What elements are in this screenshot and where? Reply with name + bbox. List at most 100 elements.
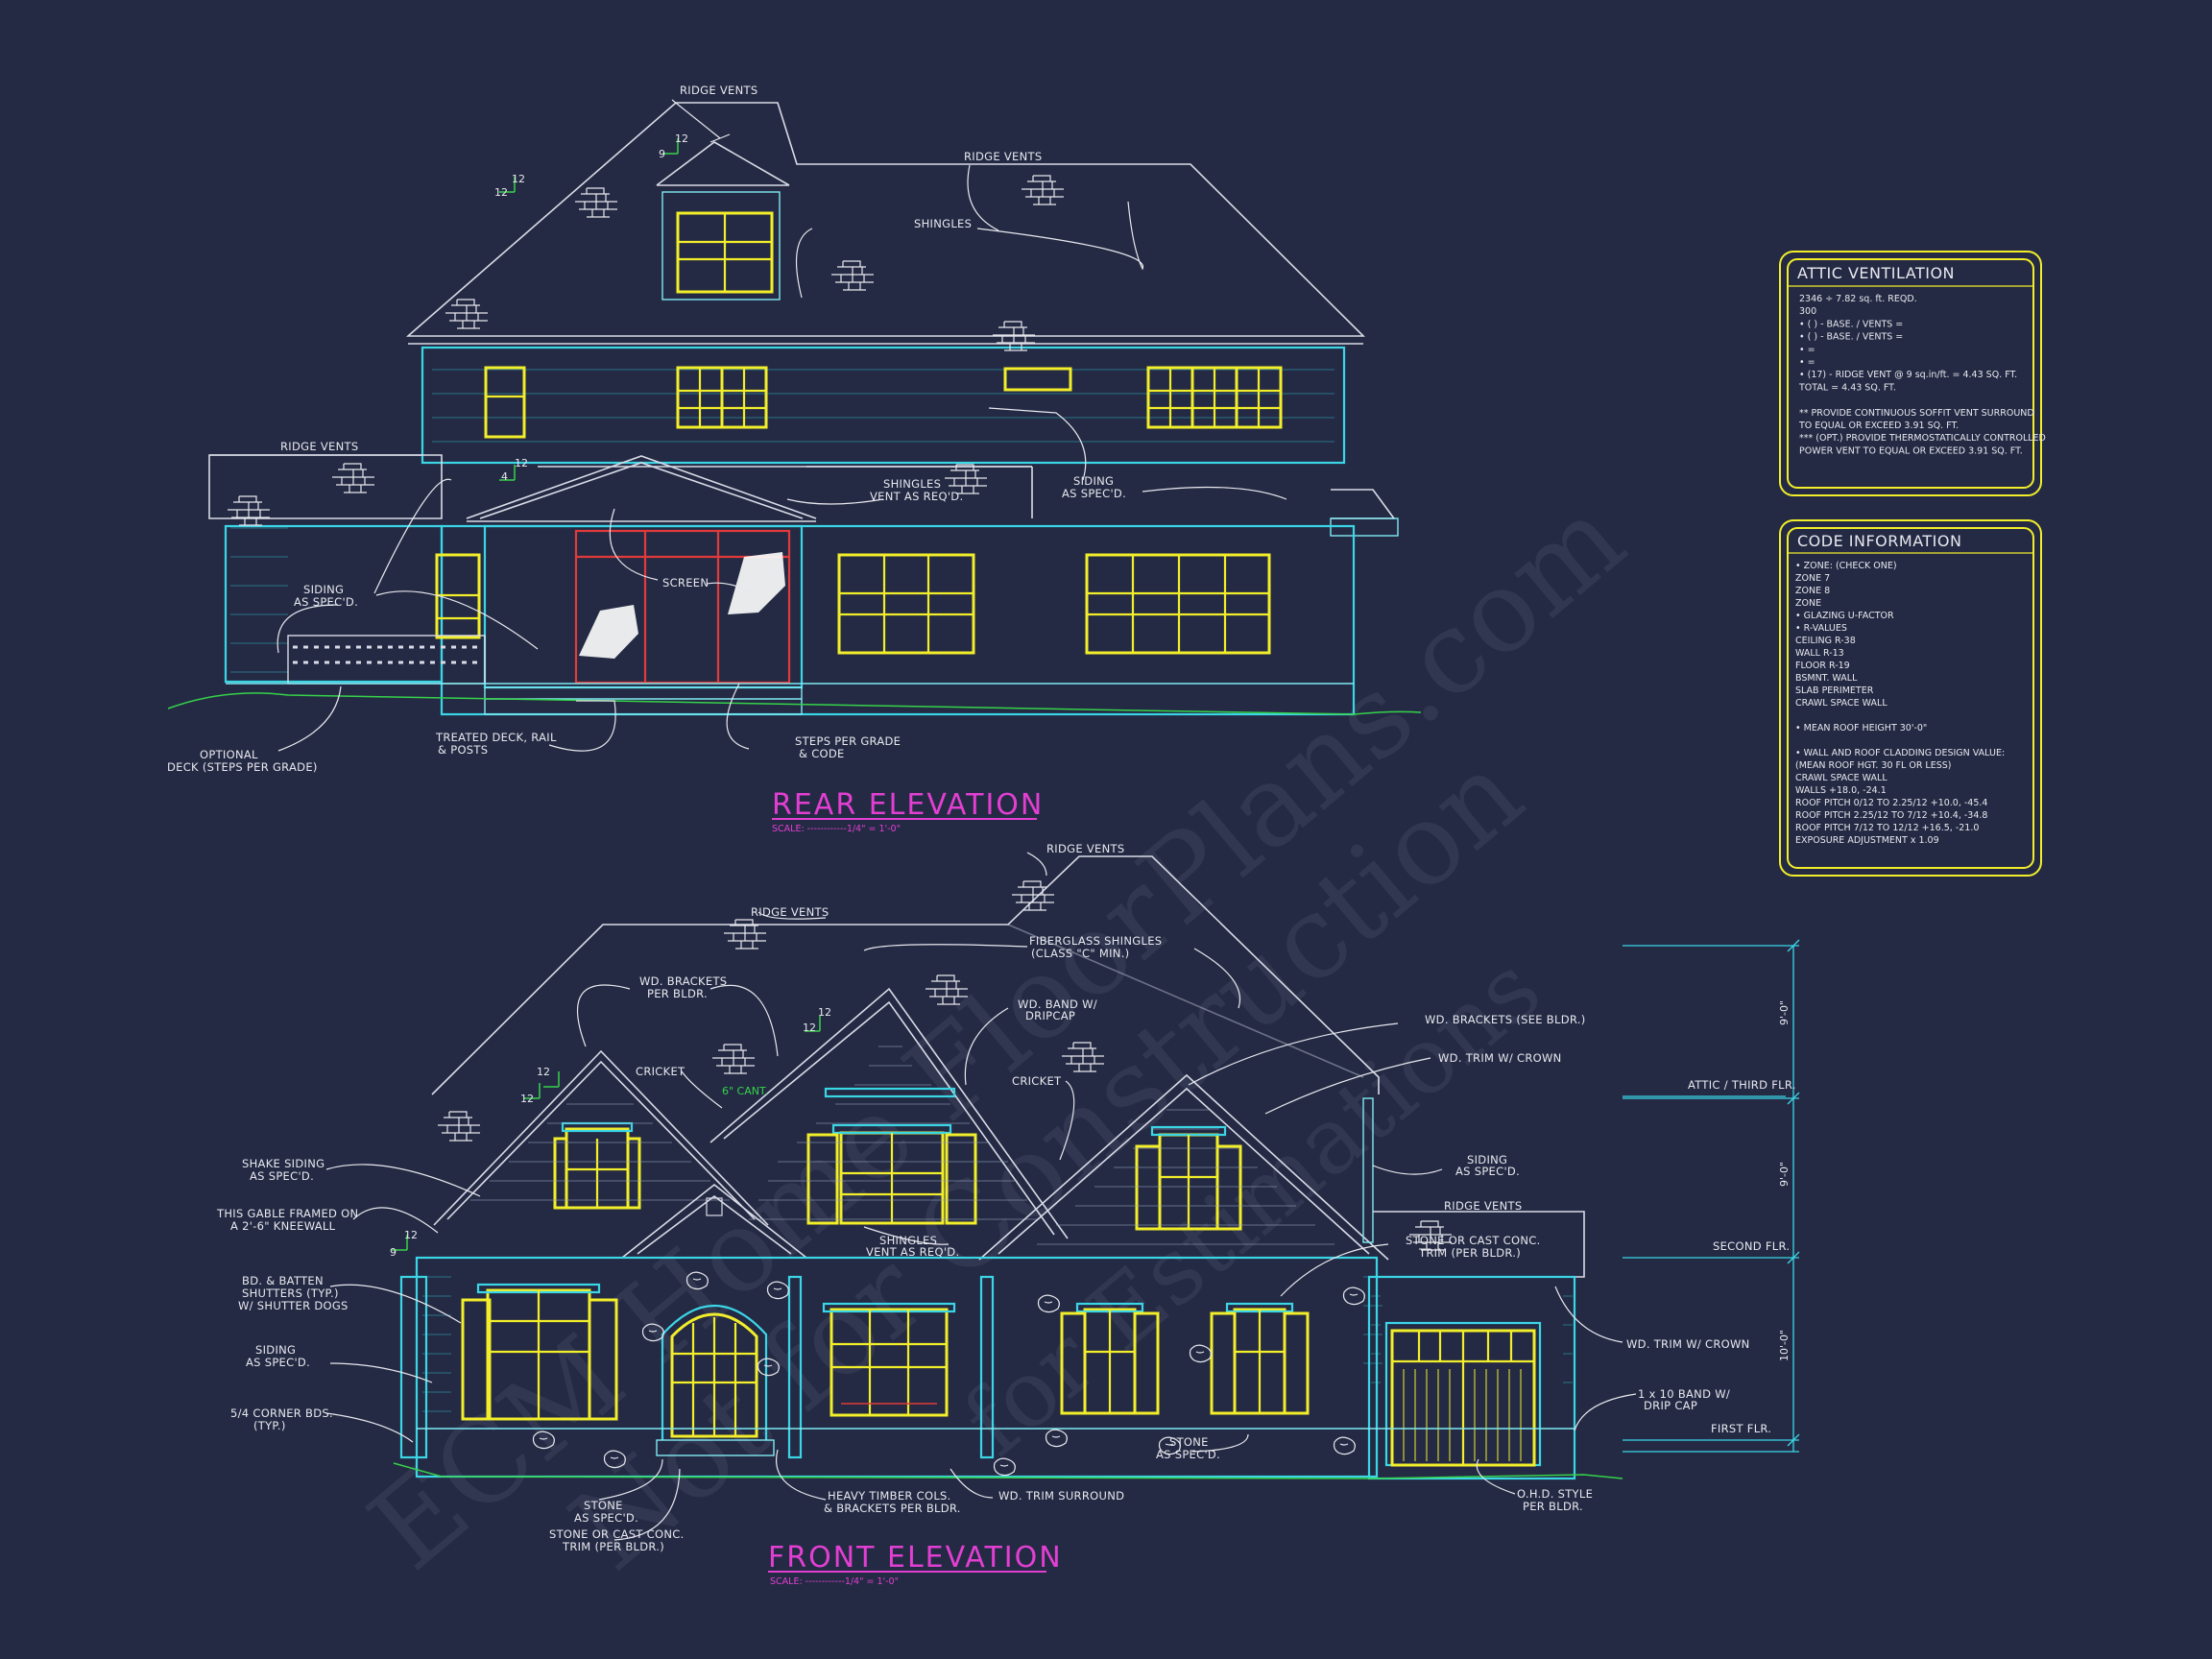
front-fiberglass-1: FIBERGLASS SHINGLES <box>1029 934 1162 948</box>
rear-screen-panels <box>574 529 791 685</box>
rear-siding-left-2: AS SPEC'D. <box>294 595 358 609</box>
rear-pitch-4: 4 <box>501 470 508 483</box>
front-stone-l-1: STONE <box>584 1499 623 1512</box>
rear-lower-windows <box>837 553 1271 655</box>
front-ridge-vents-right: RIDGE VENTS <box>1444 1199 1522 1213</box>
front-ridge-vents-top: RIDGE VENTS <box>1046 842 1124 855</box>
front-right-windows <box>1060 1302 1310 1415</box>
front-pitch-markers: 12 12 12 12 12 9 <box>390 1006 831 1259</box>
code-information-line: FLOOR R-19 <box>1795 661 1850 671</box>
front-band-drip-1: 1 x 10 BAND W/ <box>1638 1387 1730 1401</box>
front-stone-cast-r-1: STONE OR CAST CONC. <box>1406 1234 1541 1247</box>
rear-deck-1: TREATED DECK, RAIL <box>435 731 557 744</box>
front-entry-gable <box>621 1183 807 1259</box>
code-information-line: (MEAN ROOF HGT. 30 FL OR LESS) <box>1795 760 1952 771</box>
code-information-line: WALLS +18.0, -24.1 <box>1795 785 1887 796</box>
code-information-line: • GLAZING U-FACTOR <box>1795 611 1894 621</box>
front-shake-2: AS SPEC'D. <box>250 1169 314 1183</box>
rear-grade-line <box>167 692 1422 715</box>
attic-ventilation-line: TO EQUAL OR EXCEED 3.91 SQ. FT. <box>1798 421 1959 431</box>
front-ridge-vents-mid: RIDGE VENTS <box>751 905 829 919</box>
rear-siding-left-1: SIDING <box>303 583 344 596</box>
code-information-heading: CODE INFORMATION <box>1797 532 1961 550</box>
rear-elevation-scale: SCALE: ------------1/4" = 1'-0" <box>772 824 901 834</box>
front-stone-mid-1: STONE <box>1169 1435 1209 1449</box>
code-information-line: • MEAN ROOF HEIGHT 30'-0" <box>1795 723 1927 733</box>
code-information-line: • ZONE: (CHECK ONE) <box>1795 561 1897 571</box>
attic-ventilation-line: • (17) - RIDGE VENT @ 9 sq.in/ft. = 4.43… <box>1799 370 2017 380</box>
rear-ridge-vents-left: RIDGE VENTS <box>280 440 358 453</box>
front-center-gable <box>709 987 1069 1239</box>
rear-steps-1: STEPS PER GRADE <box>795 734 901 748</box>
rear-second-floor-wall <box>421 346 1346 465</box>
front-main-roof <box>431 855 1380 1095</box>
front-timber-1: HEAVY TIMBER COLS. <box>828 1489 951 1503</box>
rear-left-low-roof <box>208 454 443 519</box>
attic-ventilation-lines: 2346 ÷ 7.82 sq. ft. REQD.300• ( ) - BASE… <box>1798 294 2046 456</box>
code-information-line: CEILING R-38 <box>1795 636 1856 646</box>
front-trim-crown: WD. TRIM W/ CROWN <box>1438 1051 1562 1065</box>
code-information-line: ROOF PITCH 2.25/12 TO 7/12 +10.4, -34.8 <box>1795 810 1987 821</box>
attic-ventilation-line: • ( ) - BASE. / VENTS = <box>1799 319 1903 329</box>
code-information-line: EXPOSURE ADJUSTMENT x 1.09 <box>1795 835 1939 846</box>
rear-ridge-vents-right: RIDGE VENTS <box>964 150 1042 163</box>
attic-ventilation-line: *** (OPT.) PROVIDE THERMOSTATICALLY CONT… <box>1799 433 2046 444</box>
code-information-lines: • ZONE: (CHECK ONE) ZONE 7 ZONE 8 ZONE• … <box>1795 561 2005 846</box>
rear-steps-2: & CODE <box>799 747 845 760</box>
code-information-box: CODE INFORMATION • ZONE: (CHECK ONE) ZON… <box>1779 519 2042 877</box>
front-stone-cast-r-2: TRIM (PER BLDR.) <box>1418 1246 1521 1260</box>
attic-ventilation-heading: ATTIC VENTILATION <box>1797 264 1955 282</box>
front-stone-cast-l-1: STONE OR CAST CONC. <box>549 1527 685 1541</box>
front-callouts: RIDGE VENTS RIDGE VENTS RIDGE VENTS FIBE… <box>216 842 1749 1553</box>
rear-callouts: RIDGE VENTS RIDGE VENTS RIDGE VENTS SHIN… <box>167 84 1126 774</box>
code-information-line: • R-VALUES <box>1795 623 1847 634</box>
front-elevation: 9'-0" 9'-0" 10'-0" ATTIC / THIRD FLR. SE… <box>216 842 1800 1587</box>
rear-pitch-12c: 12 <box>675 132 688 145</box>
rear-deck-2: & POSTS <box>438 743 488 757</box>
code-information-line: ROOF PITCH 7/12 TO 12/12 +16.5, -21.0 <box>1795 823 1979 833</box>
rear-upper-windows <box>484 366 1283 439</box>
front-gable-1: THIS GABLE FRAMED ON <box>216 1207 358 1220</box>
attic-ventilation-line: 2346 ÷ 7.82 sq. ft. REQD. <box>1799 294 1917 304</box>
front-shingles-label: SHINGLES <box>879 1234 937 1247</box>
rear-first-floor-wall <box>440 524 1356 716</box>
front-brackets-left-1: WD. BRACKETS <box>639 974 727 988</box>
rear-dormer <box>656 141 790 301</box>
front-brackets-left-2: PER BLDR. <box>647 987 708 1000</box>
front-pitch-12a: 12 <box>520 1093 534 1105</box>
rear-deck-railing <box>287 635 486 685</box>
front-shutters-3: W/ SHUTTER DOGS <box>238 1299 349 1312</box>
front-pitch-12c: 12 <box>803 1022 816 1034</box>
rear-ridge-vents-top: RIDGE VENTS <box>680 84 757 97</box>
front-corner-1: 5/4 CORNER BDS. <box>230 1407 333 1420</box>
front-level-dimensions: 9'-0" 9'-0" 10'-0" ATTIC / THIRD FLR. SE… <box>1623 939 1800 1453</box>
front-band-2: DRIPCAP <box>1025 1009 1075 1022</box>
front-siding-l-2: AS SPEC'D. <box>246 1356 310 1369</box>
code-information-line: ROOF PITCH 0/12 TO 2.25/12 +10.0, -45.4 <box>1795 798 1987 808</box>
front-corner-2: (TYP.) <box>253 1419 286 1432</box>
dim-first-height: 10'-0" <box>1778 1330 1791 1361</box>
level-attic: ATTIC / THIRD FLR. <box>1688 1078 1796 1092</box>
rear-screen-label: SCREEN <box>662 576 709 589</box>
attic-ventilation-box: ATTIC VENTILATION 2346 ÷ 7.82 sq. ft. RE… <box>1779 251 2046 496</box>
front-siding-l-1: SIDING <box>255 1343 296 1357</box>
front-gable-2: A 2'-6" KNEEWALL <box>230 1219 336 1233</box>
front-center-window <box>822 1302 956 1417</box>
front-ohd-2: PER BLDR. <box>1523 1500 1583 1513</box>
front-siding-r-1: SIDING <box>1467 1153 1507 1166</box>
rear-elevation-title: REAR ELEVATION <box>772 788 1044 822</box>
front-cricket-right: CRICKET <box>1012 1074 1062 1088</box>
dim-second-height: 9'-0" <box>1778 1162 1791 1187</box>
code-information-line: CRAWL SPACE WALL <box>1795 773 1887 783</box>
rear-shingles-label: SHINGLES <box>914 217 972 230</box>
front-left-windows <box>461 1283 618 1421</box>
rear-optional-1: OPTIONAL <box>200 748 258 761</box>
level-second: SECOND FLR. <box>1713 1239 1790 1253</box>
rear-pitch-12d: 12 <box>515 457 528 469</box>
front-pitch-12b: 12 <box>537 1066 550 1078</box>
front-fiberglass-2: (CLASS "C" MIN.) <box>1031 947 1129 960</box>
front-trim-surround: WD. TRIM SURROUND <box>998 1489 1124 1503</box>
front-pitch-12e: 12 <box>404 1229 418 1241</box>
